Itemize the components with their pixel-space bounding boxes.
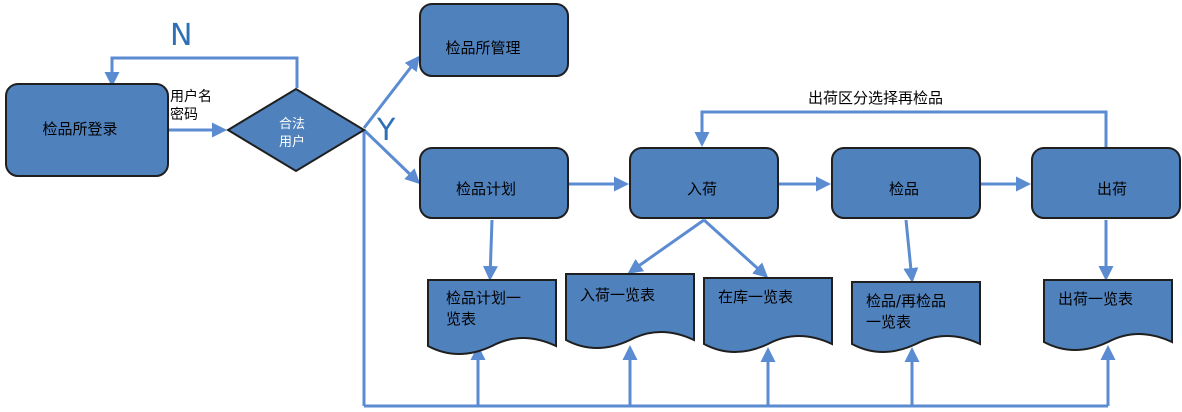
management-box (419, 3, 569, 77)
receiving-to-receiving-list-arrow (627, 218, 705, 274)
shipping-box (1031, 147, 1181, 219)
credentials-label-line2: 密码 (170, 106, 198, 123)
shipping-list-doc (1043, 279, 1173, 351)
decision-label-line1: 合法 (279, 117, 305, 132)
login-box (5, 83, 169, 177)
credentials-label-line1: 用户名 (170, 88, 212, 105)
receiving-label: 入荷 (687, 180, 717, 198)
plan-label: 检品计划 (456, 180, 516, 198)
reinspect-loop-arrow (694, 110, 1108, 148)
inspection-box (831, 147, 981, 219)
plan-list-doc (427, 279, 557, 355)
plan-box (419, 147, 569, 219)
inspection-list-label-line2: 一览表 (866, 313, 911, 331)
decision-to-management-arrow (362, 55, 420, 129)
stock-list-label: 在库一览表 (718, 288, 793, 306)
inspection-to-inspection-list-arrow (903, 219, 919, 283)
decision-label-line2: 用户 (279, 134, 305, 150)
shipping-list-label: 出荷一览表 (1058, 290, 1133, 308)
plan-list-label-line1: 检品计划一 (446, 289, 521, 307)
login-label: 检品所登录 (42, 120, 117, 138)
decision-diamond (226, 87, 366, 173)
inspection-list-label-line1: 检品/再检品 (866, 292, 946, 310)
yes-branch-label: Y (376, 113, 396, 148)
receiving-list-label: 入荷一览表 (580, 286, 655, 304)
shipping-label: 出荷 (1097, 180, 1127, 198)
no-loop-arrow (104, 56, 299, 88)
receiving-list-doc (565, 273, 695, 349)
receiving-to-stock-list-arrow (702, 218, 769, 279)
receiving-box (629, 147, 779, 219)
no-branch-label: N (170, 18, 192, 53)
plan-list-label-line2: 览表 (446, 310, 476, 328)
inspection-list-doc (851, 281, 981, 353)
stock-list-doc (703, 277, 833, 353)
inspection-label: 检品 (889, 180, 919, 198)
plan-to-plan-list-arrow (482, 219, 498, 281)
decision-to-plan-arrow (362, 128, 421, 185)
reinspect-loop-label: 出荷区分选择再检品 (808, 89, 943, 107)
management-label: 检品所管理 (445, 39, 520, 57)
